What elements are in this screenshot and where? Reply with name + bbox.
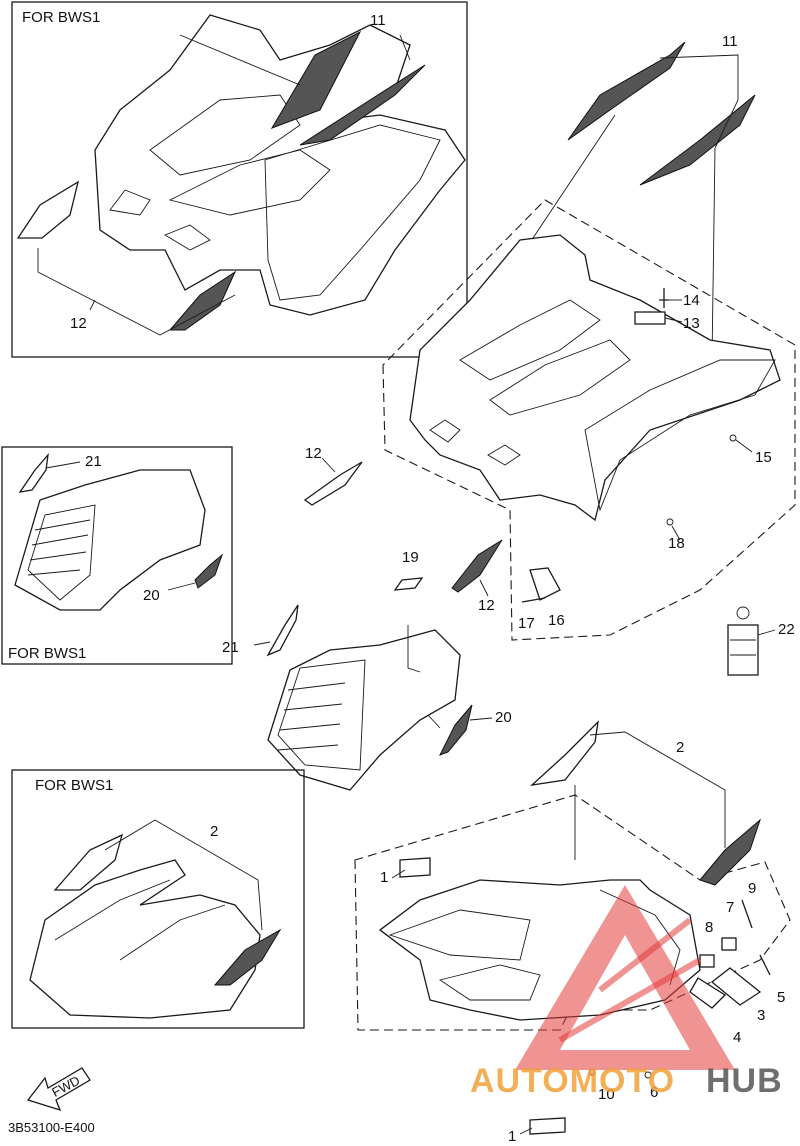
emblem-21-bws1 <box>18 452 49 493</box>
side-decal-12-bws1 <box>168 270 237 331</box>
box-label-top-left: FOR BWS1 <box>22 9 100 26</box>
side-decal-12-left <box>303 461 363 506</box>
diagram-code: 3B53100-E400 <box>8 1120 95 1135</box>
callout-11-right: 11 <box>722 33 738 50</box>
callout-2-main: 2 <box>676 739 684 756</box>
watermark-logo: AUTOMOTO HUB <box>470 885 783 1100</box>
callout-21-box: 21 <box>85 453 102 470</box>
callout-13: 13 <box>683 315 700 332</box>
callout-6: 6 <box>650 1084 658 1101</box>
clip-14 <box>659 288 669 308</box>
callout-12-mid: 12 <box>305 445 322 462</box>
emblem-20-bws1 <box>194 553 224 589</box>
front-fender-bws1 <box>29 859 261 1019</box>
callout-11-top-left: 11 <box>370 12 386 29</box>
emblem-21 <box>266 604 299 657</box>
callout-12-right: 12 <box>478 597 495 614</box>
mud-flap-bws1 <box>16 180 79 239</box>
side-decal-11-right <box>639 94 756 186</box>
side-decal-11-left <box>567 41 686 141</box>
front-cover-main: 21 20 <box>222 604 512 791</box>
rear-fender-bws1 <box>94 14 466 316</box>
yamaha-emblem-1-top <box>399 857 431 878</box>
callout-20-box: 20 <box>143 587 160 604</box>
callout-14: 14 <box>683 292 700 309</box>
fwd-label: FWD <box>49 1073 82 1100</box>
callout-20-main: 20 <box>495 709 512 726</box>
watermark-text-2: HUB <box>706 1062 783 1100</box>
callout-8: 8 <box>705 919 713 936</box>
callout-1-bottom: 1 <box>508 1128 516 1145</box>
decal-2 <box>699 818 762 886</box>
box-top-left: FOR BWS1 11 12 <box>11 1 468 358</box>
callout-19: 19 <box>402 549 419 566</box>
bolt-5 <box>759 954 771 976</box>
callout-7: 7 <box>726 899 734 916</box>
callout-1-top: 1 <box>380 869 388 886</box>
callout-12-top-left: 12 <box>70 315 87 332</box>
callout-3: 3 <box>757 1007 765 1024</box>
screw-18 <box>666 518 674 526</box>
pad-2 <box>529 720 599 786</box>
callout-15: 15 <box>755 449 772 466</box>
rubber-pad-13 <box>634 311 666 325</box>
cap-7 <box>721 937 737 951</box>
callout-17: 17 <box>518 615 535 632</box>
side-decal-11a <box>270 30 362 129</box>
callout-5: 5 <box>777 989 785 1006</box>
rear-fender-main: 14 13 15 18 <box>382 199 796 641</box>
decal-group-11: 11 <box>504 33 756 361</box>
screw-15 <box>729 434 737 442</box>
reflector-4 <box>689 977 727 1009</box>
callout-18: 18 <box>668 535 685 552</box>
side-decal-12-right <box>451 539 503 593</box>
bolt-9 <box>741 899 753 929</box>
plate-16 <box>529 567 561 601</box>
callout-9: 9 <box>748 880 756 897</box>
callout-2-box: 2 <box>210 823 218 840</box>
decal-2-bws1 <box>213 928 282 986</box>
emblem-20 <box>438 704 473 756</box>
side-decal-11b <box>299 64 426 146</box>
emblem-19 <box>393 577 424 591</box>
box-mid-left: FOR BWS1 21 20 <box>1 446 233 665</box>
washer-8 <box>699 954 715 968</box>
caution-tag-22: 22 <box>727 606 795 676</box>
fwd-arrow-icon: FWD <box>26 1067 91 1112</box>
watermark-triangle-icon <box>515 885 735 1070</box>
yamaha-emblem-1-bottom <box>529 1117 566 1135</box>
callout-22: 22 <box>778 621 795 638</box>
reflector-3 <box>710 967 762 1006</box>
watermark-text-1: AUTOMOTO <box>470 1062 675 1100</box>
front-cover-bws1 <box>14 469 206 611</box>
callout-4: 4 <box>733 1029 741 1046</box>
callout-16: 16 <box>548 612 565 629</box>
pad-2-bws1 <box>53 833 124 891</box>
callout-10: 10 <box>598 1086 615 1103</box>
box-label-bottom-left: FOR BWS1 <box>35 777 113 794</box>
nut-6 <box>644 1071 652 1079</box>
bolt-17 <box>521 597 546 603</box>
box-bottom-left: FOR BWS1 2 <box>11 769 305 1029</box>
box-label-mid-left: FOR BWS1 <box>8 645 86 662</box>
callout-21-main: 21 <box>222 639 239 656</box>
